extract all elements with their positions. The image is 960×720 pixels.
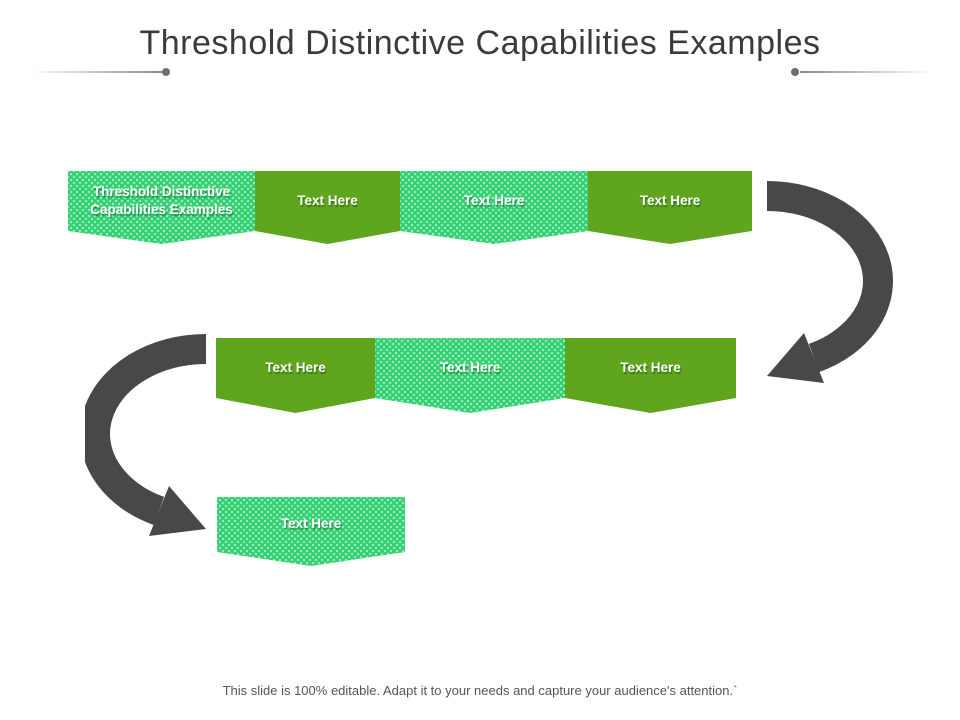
- banner-label: Text Here: [297, 192, 358, 208]
- curved-arrow-left-icon: [85, 334, 207, 536]
- banner-text-here-3: Text Here: [588, 171, 752, 244]
- banner-text-here-7: Text Here: [217, 497, 405, 566]
- banner-label: Text Here: [265, 359, 326, 375]
- banner-text-here-1: Text Here: [255, 171, 400, 244]
- banner-label: Text Here: [463, 192, 525, 208]
- footer-note: This slide is 100% editable. Adapt it to…: [222, 683, 738, 698]
- banner-row-2: Text Here Text Here Text Here: [216, 338, 736, 413]
- banner-label: Text Here: [639, 192, 701, 208]
- banner-text-here-6: Text Here: [565, 338, 736, 413]
- title-underline-right: [800, 71, 934, 73]
- banner-label: Threshold Distinctive Capabilities Examp…: [90, 183, 233, 217]
- title-underline-right-dot: [791, 68, 799, 76]
- curved-arrow-right-icon: [766, 181, 893, 383]
- banner-text-here-4: Text Here: [216, 338, 375, 413]
- title-underline-left: [30, 71, 164, 73]
- page-title: Threshold Distinctive Capabilities Examp…: [139, 24, 821, 62]
- title-underline-left-dot: [162, 68, 170, 76]
- banner-text-here-2: Text Here: [400, 171, 588, 244]
- banner-label: Text Here: [280, 516, 342, 532]
- banner-text-here-5: Text Here: [375, 338, 565, 413]
- banner-row-3: Text Here: [217, 497, 405, 566]
- banner-label: Text Here: [439, 359, 501, 375]
- banner-row-1: Threshold Distinctive Capabilities Examp…: [68, 171, 752, 244]
- banner-threshold-distinctive: Threshold Distinctive Capabilities Examp…: [68, 171, 255, 244]
- banner-label: Text Here: [620, 359, 681, 375]
